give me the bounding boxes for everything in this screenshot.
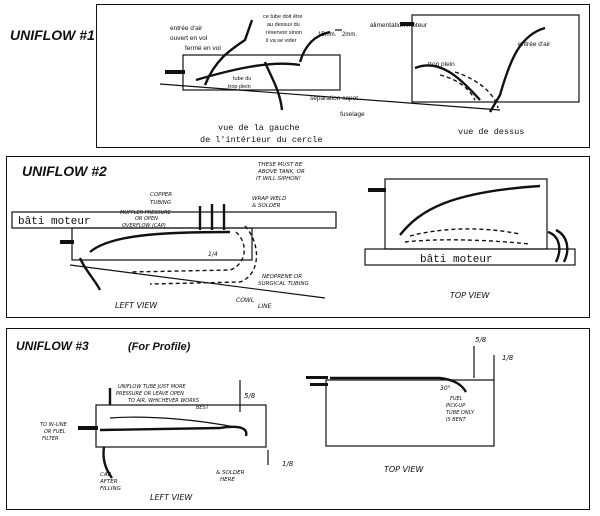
label-ferme-en-vol: fermé en vol [185,45,221,52]
caption-top-view-3: TOP VIEW [384,465,424,474]
label-tube-note-1: ce tube doit être [263,14,302,20]
label-above-tank-1: THESE MUST BE [258,162,303,168]
label-tube-du: tube du [233,76,251,82]
label-above-tank-3: IT WILL SIPHON! [256,176,301,182]
uniflow-2-top-pickup [399,184,541,236]
label-trop-plein-tube: trop plein [228,84,251,90]
uniflow-1-panel [96,4,590,148]
label-separation-capot: séparation capot [310,95,358,102]
uniflow-1-title: UNIFLOW #1 [10,27,95,43]
caption-top-view-2: TOP VIEW [450,291,490,300]
label-quarter: 1/4 [208,251,218,258]
label-dim-2mm: 2mm. [342,32,357,38]
label-entree-air: entrée d'air [170,25,203,32]
label-filter: FILTER [42,436,58,442]
label-tube-only: TUBE ONLY [446,410,475,416]
label-and-solder: & SOLDER [252,203,281,209]
label-one-eighth-top: 1/8 [502,354,514,362]
uniflow-3-top-tank [325,379,495,447]
uniflow-1-overflow-tube [263,61,284,111]
label-muffler-pressure: MUFFLER PRESSURE [120,210,172,216]
uniflow-2-engine-mount-right [364,248,576,266]
uniflow-1-inner-tube [195,62,301,82]
uniflow-1-cowl-line [159,83,501,111]
label-dim-15mm: 15mm. [318,32,337,38]
label-wrap-weld: WRAP WELD [252,196,286,202]
label-neoprene: NEOPRENE OR [262,274,302,280]
label-one-eighth-left: 1/8 [282,460,294,468]
label-ouvert-en-vol: ouvert en vol [170,35,208,42]
caption-left-view-3: LEFT VIEW [150,493,193,502]
uniflow-2-panel [6,156,590,318]
caption-vue-dessus: vue de dessus [458,127,524,137]
label-pickup: PICK-UP [446,403,465,409]
uniflow-1-top-air-tube [488,26,546,113]
label-above-tank-2: ABOVE TANK, OR [257,169,305,175]
label-five-eighths-left: 5/8 [244,392,256,400]
label-or-open: OR OPEN [135,216,158,222]
caption-left-view-2: LEFT VIEW [115,301,158,310]
label-bati-moteur-left: bâti moteur [18,216,91,228]
label-fuselage: fuselage [340,111,365,118]
label-uniflow-tube-1: UNIFLOW TUBE JUST MORE [118,384,186,390]
uniflow-3-pickup-tube [99,425,248,437]
label-cowl: COWL [236,297,254,304]
label-bati-moteur-right: bâti moteur [420,254,493,266]
uniflow-3-subtitle: (For Profile) [128,341,191,353]
uniflow-2-cowl-line [69,264,326,299]
label-trop-plein: trop plein [428,61,455,68]
uniflow-1-air-tube [203,19,254,86]
caption-vue-gauche: vue de la gauche [218,123,300,133]
label-tubing: TUBING [150,200,171,206]
label-after: AFTER [99,479,118,485]
label-cap: CAP [100,472,112,478]
uniflow-2-neoprene-tube [78,257,102,291]
label-fuel: FUEL [450,396,463,402]
label-tube-note-3: réservoir sinon [266,30,302,36]
label-to-inline: TO IN-LINE [40,422,68,428]
uniflow-1-top-overflow [414,64,481,101]
label-tube-note-4: il va se vider [266,38,297,44]
label-solder: & SOLDER [216,470,245,476]
label-copper: COPPER [150,192,172,198]
label-line: LINE [258,303,272,310]
uniflow-3-title: UNIFLOW #3 [16,339,89,353]
uniflow-3-cap-tube [102,446,113,479]
label-tube-note-2: au dessus du [267,22,300,28]
uniflow-1-fuel-outlet [165,70,185,74]
uniflow-3-panel [6,328,590,510]
label-uniflow-tube-2: PRESSURE OR LEAVE OPEN [116,391,184,397]
caption-interieur-cercle: de l'intérieur du cercle [200,135,322,145]
label-filling: FILLING [100,486,121,492]
uniflow-1-vent-tube [298,30,331,63]
label-overflow-cap: OVERFLOW (CAP) [122,223,166,229]
uniflow-2-title: UNIFLOW #2 [22,163,107,179]
label-uniflow-tube-3: TO AIR, WHICHEVER WORKS [128,398,200,404]
uniflow-3-top-pickup [330,376,468,393]
label-thirty-degrees: 30° [440,385,451,392]
label-surgical-tubing: SURGICAL TUBING [258,281,309,287]
label-solder-here: HERE [220,477,235,483]
label-uniflow-tube-4: BEST [196,405,210,411]
label-five-eighths-top: 5/8 [475,336,487,344]
label-alimentation-moteur: alimentation moteur [370,22,428,29]
uniflow-2-pickup-tube [89,230,231,253]
label-entree-air-top: entrée d'air [518,41,551,48]
label-is-bent: IS BENT [446,417,467,423]
label-or-fuel: OR FUEL [44,429,66,435]
